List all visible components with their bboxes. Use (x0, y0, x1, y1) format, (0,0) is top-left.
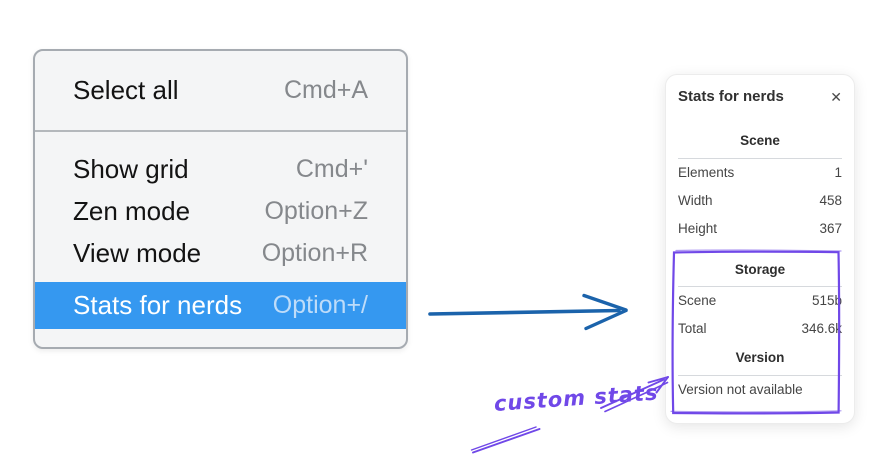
close-icon[interactable]: ✕ (830, 88, 842, 105)
stat-row-elements: Elements 1 (678, 159, 842, 187)
menu-item-label: Show grid (73, 153, 189, 184)
menu-group: Show grid Cmd+' Zen mode Option+Z View m… (35, 132, 406, 329)
menu-item-label: Stats for nerds (73, 290, 243, 320)
stat-value: 515b (811, 293, 842, 308)
stat-value: 346.6k (801, 321, 842, 336)
menu-item-shortcut: Cmd+A (283, 76, 368, 104)
stats-panel-title: Stats for nerds (678, 88, 784, 105)
stat-value: 1 (834, 165, 842, 180)
menu-item-label: Zen mode (73, 195, 191, 226)
stats-panel: Stats for nerds ✕ Scene Elements 1 Width… (665, 74, 855, 424)
section-divider (678, 158, 842, 159)
menu-item-zen-mode[interactable]: Zen mode Option+Z (35, 190, 406, 232)
menu-item-shortcut: Cmd+' (295, 154, 368, 183)
stat-row-height: Height 367 (678, 215, 842, 243)
menu-item-shortcut: Option+R (261, 238, 368, 267)
menu-item-view-mode[interactable]: View mode Option+R (35, 232, 406, 274)
stat-label: Height (678, 221, 718, 236)
section-title: Version (735, 350, 785, 365)
section-title: Scene (740, 133, 780, 148)
stat-label: Scene (678, 293, 717, 308)
flow-arrow (428, 293, 628, 331)
stat-row-width: Width 458 (678, 187, 842, 215)
stats-section-storage: Storage Scene 515b Total 346.6k (678, 261, 842, 343)
stat-value: 458 (819, 193, 842, 208)
annotation-stroke (470, 426, 541, 454)
menu-item-shortcut: Option+Z (264, 196, 368, 225)
stat-label: Total (678, 321, 707, 336)
stat-label: Width (678, 193, 713, 208)
menu-item-show-grid[interactable]: Show grid Cmd+' (35, 148, 406, 190)
menu-item-select-all[interactable]: Select all Cmd+A (35, 51, 406, 130)
menu-item-label: Select all (73, 75, 179, 105)
section-title: Storage (734, 262, 786, 277)
context-menu: Select all Cmd+A Show grid Cmd+' Zen mod… (33, 49, 408, 349)
version-note: Version not available (678, 382, 803, 397)
stat-row-total-size: Total 346.6k (678, 315, 842, 343)
menu-item-label: View mode (73, 237, 202, 268)
menu-divider (35, 130, 406, 132)
stats-section-version: Version Version not available (678, 349, 842, 404)
stat-label: Elements (678, 165, 735, 180)
stat-value: 367 (819, 221, 842, 236)
menu-item-stats-for-nerds[interactable]: Stats for nerds Option+/ (35, 282, 406, 329)
stats-panel-header: Stats for nerds ✕ (678, 87, 842, 106)
menu-item-shortcut: Option+/ (272, 291, 368, 319)
custom-stats-annotation: custom stats (493, 380, 660, 416)
stats-section-scene: Scene Elements 1 Width 458 Height 367 (678, 132, 842, 243)
stat-row-scene-size: Scene 515b (678, 287, 842, 315)
